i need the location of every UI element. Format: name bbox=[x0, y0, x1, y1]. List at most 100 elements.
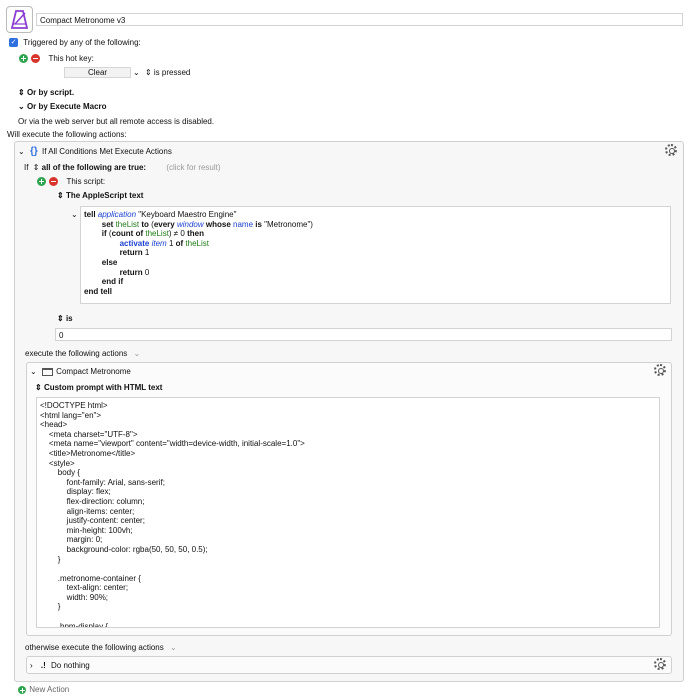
hotkey-clear-label: Clear bbox=[87, 68, 108, 77]
braces-icon: {} bbox=[29, 146, 38, 157]
script-token: set bbox=[101, 219, 116, 229]
script-type-popup[interactable]: ⇕ The AppleScript text bbox=[57, 191, 143, 200]
compare-popup[interactable]: ⇕ is bbox=[57, 314, 73, 323]
remove-trigger-icon[interactable] bbox=[31, 54, 41, 64]
this-script-row: This script: bbox=[37, 177, 105, 187]
otherwise-label: otherwise execute the following actions bbox=[25, 643, 164, 652]
chevron-down-icon: ⌄ bbox=[133, 68, 140, 77]
script-token: whose bbox=[203, 219, 233, 229]
html-line: body { bbox=[40, 468, 81, 478]
or-by-execute-macro-row[interactable]: ⌄ Or by Execute Macro bbox=[18, 102, 107, 111]
prompt-type-popup[interactable]: ⇕ Custom prompt with HTML text bbox=[35, 383, 162, 392]
script-token: return bbox=[119, 267, 145, 277]
html-line: <meta name="viewport" content="width=dev… bbox=[40, 439, 305, 449]
updown-icon: ⇕ bbox=[57, 314, 64, 323]
script-token: end tell bbox=[84, 286, 113, 296]
window-icon bbox=[41, 367, 53, 376]
html-line bbox=[40, 612, 656, 622]
script-token: else bbox=[101, 257, 118, 267]
do-nothing-header[interactable]: › .! Do nothing bbox=[30, 661, 90, 670]
script-line: end tell bbox=[84, 287, 667, 297]
new-action-label: New Action bbox=[29, 685, 70, 694]
updown-icon[interactable]: ⇕ bbox=[32, 163, 40, 172]
disclosure-open-icon[interactable]: ⌄ bbox=[30, 367, 37, 376]
script-token: theList bbox=[185, 238, 209, 248]
script-line: if (count of theList) ≠ 0 then bbox=[84, 229, 667, 239]
macro-name-field[interactable]: Compact Metronome v3 bbox=[36, 13, 683, 26]
script-line: activate item 1 of theList bbox=[84, 239, 667, 249]
html-code: <!DOCTYPE html><html lang="en"><head> <m… bbox=[40, 401, 656, 628]
script-token bbox=[84, 220, 102, 229]
trigger-checkbox[interactable]: ✓ bbox=[9, 38, 18, 48]
add-condition-icon[interactable] bbox=[37, 177, 46, 187]
script-token: every bbox=[153, 219, 177, 229]
script-token bbox=[84, 268, 120, 277]
script-token bbox=[84, 229, 102, 238]
gear-icon[interactable] bbox=[665, 144, 677, 156]
compare-value: 0 bbox=[59, 331, 64, 340]
updown-icon: ⇕ bbox=[18, 88, 25, 97]
html-line: <style> bbox=[40, 458, 75, 468]
script-line: return 0 bbox=[84, 268, 667, 278]
add-trigger-icon[interactable] bbox=[19, 54, 28, 64]
applescript-code: tell application "Keyboard Maestro Engin… bbox=[84, 210, 667, 296]
chevron-down-icon[interactable]: ⌄ bbox=[133, 349, 141, 358]
disclosure-closed-icon[interactable]: › bbox=[30, 661, 33, 670]
script-line: tell application "Keyboard Maestro Engin… bbox=[84, 210, 667, 220]
metronome-icon bbox=[10, 10, 29, 29]
html-line: <meta charset="UTF-8"> bbox=[40, 429, 138, 439]
trigger-row: ✓ Triggered by any of the following: bbox=[9, 38, 141, 48]
add-action-icon bbox=[18, 685, 26, 694]
script-token bbox=[84, 239, 120, 248]
macro-icon[interactable] bbox=[6, 6, 33, 33]
script-token: tell bbox=[84, 210, 98, 219]
script-token: activate bbox=[119, 238, 152, 248]
html-line: .metronome-container { bbox=[40, 573, 141, 583]
or-by-execute-macro-label: Or by Execute Macro bbox=[26, 102, 107, 111]
script-token: ( bbox=[108, 229, 112, 239]
script-token: "Keyboard Maestro Engine" bbox=[136, 210, 237, 219]
script-line: else bbox=[84, 258, 667, 268]
script-token: item bbox=[151, 238, 167, 248]
disclosure-open-icon[interactable]: ⌄ bbox=[18, 147, 25, 156]
disclosure-open-icon[interactable]: ⌄ bbox=[71, 210, 78, 219]
script-token: name bbox=[233, 219, 254, 229]
gear-icon[interactable] bbox=[654, 658, 666, 670]
script-token: 1 bbox=[166, 238, 176, 248]
gear-icon[interactable] bbox=[654, 364, 666, 376]
html-line: font-family: Arial, sans-serif; bbox=[40, 477, 165, 487]
script-token: 0 bbox=[144, 267, 150, 277]
actions-header: Will execute the following actions: bbox=[7, 130, 127, 139]
html-line: <title>Metronome</title> bbox=[40, 448, 136, 458]
script-token: 1 bbox=[144, 248, 150, 258]
script-token: application bbox=[97, 210, 137, 219]
prompt-action-header[interactable]: ⌄ Compact Metronome bbox=[30, 367, 131, 376]
do-nothing-title: Do nothing bbox=[51, 661, 90, 670]
macro-name: Compact Metronome v3 bbox=[40, 16, 126, 25]
if-action-header[interactable]: ⌄ {} If All Conditions Met Execute Actio… bbox=[18, 146, 172, 157]
html-line: } bbox=[40, 602, 61, 612]
remove-condition-icon[interactable] bbox=[49, 177, 59, 187]
html-text-editor[interactable]: <!DOCTYPE html><html lang="en"><head> <m… bbox=[36, 397, 660, 628]
or-by-script-row[interactable]: ⇕ Or by script. bbox=[18, 88, 74, 97]
html-line: display: flex; bbox=[40, 487, 111, 497]
html-line: } bbox=[40, 554, 61, 564]
html-line: width: 90%; bbox=[40, 592, 109, 602]
chevron-down-icon: ⌄ bbox=[18, 102, 25, 111]
html-line: .bpm-display { bbox=[40, 621, 109, 628]
chevron-down-icon[interactable]: ⌄ bbox=[169, 643, 177, 652]
html-line: <html lang="en"> bbox=[40, 410, 102, 420]
click-hint[interactable]: (click for result) bbox=[166, 163, 221, 172]
script-token bbox=[84, 258, 102, 267]
compare-value-field[interactable]: 0 bbox=[55, 328, 672, 341]
hotkey-clear-button[interactable]: Clear bbox=[64, 67, 131, 78]
script-token: ) ≠ 0 bbox=[168, 229, 188, 239]
script-token: of bbox=[175, 238, 186, 248]
script-token bbox=[84, 248, 120, 257]
new-action-button[interactable]: New Action bbox=[18, 685, 69, 694]
html-line bbox=[40, 564, 656, 574]
hotkey-state-popup[interactable]: ⌄ ⇕ is pressed bbox=[133, 68, 190, 77]
applescript-editor[interactable]: tell application "Keyboard Maestro Engin… bbox=[80, 206, 671, 304]
conditions-mode[interactable]: all of the following are true: bbox=[41, 163, 147, 172]
script-type-label: The AppleScript text bbox=[65, 191, 144, 200]
